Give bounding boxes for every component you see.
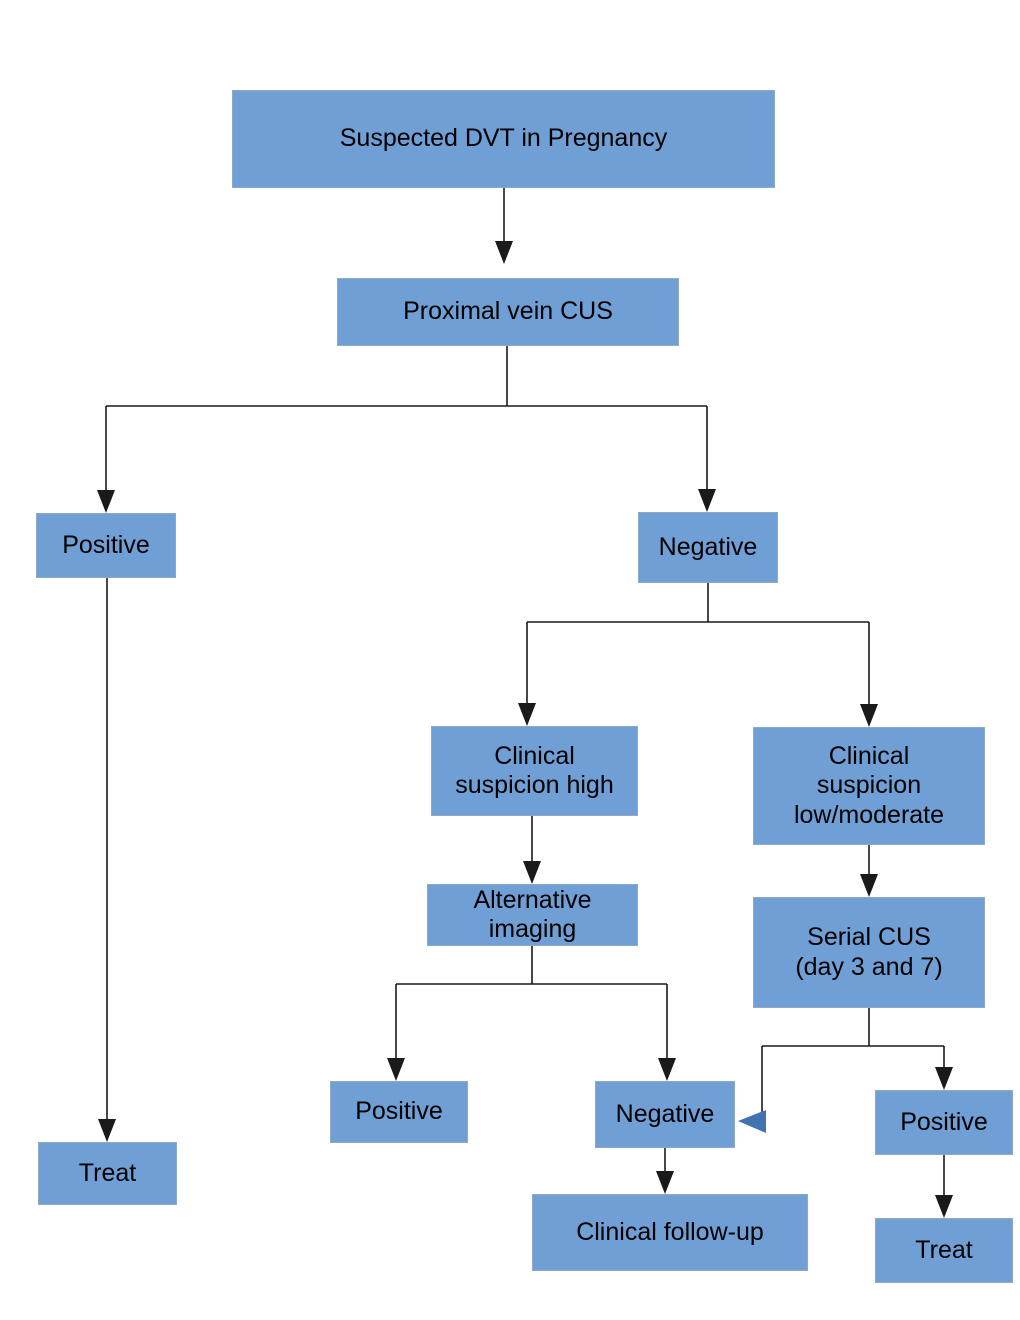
- node-treat-primary[interactable]: Treat: [38, 1142, 177, 1205]
- node-positive-serial-cus[interactable]: Positive: [875, 1090, 1013, 1155]
- edge-cus-to-negative: [698, 406, 716, 512]
- node-clinical-suspicion-high[interactable]: Clinical suspicion high: [431, 726, 638, 816]
- edge-positive-to-treat-right: [935, 1155, 953, 1218]
- edge-serialcus-to-positive: [935, 1046, 953, 1090]
- edge-cus-to-positive: [97, 406, 115, 513]
- node-alternative-imaging[interactable]: Alternative imaging: [427, 884, 638, 946]
- node-clinical-follow-up[interactable]: Clinical follow-up: [532, 1194, 808, 1271]
- node-negative-alt-imaging[interactable]: Negative: [595, 1081, 735, 1148]
- edge-suspected-to-cus: [495, 188, 513, 264]
- edge-negative-to-high: [518, 622, 536, 726]
- edge-altimaging-to-negative: [658, 984, 676, 1081]
- edge-negative-branch-bus: [527, 583, 869, 623]
- node-proximal-vein-cus[interactable]: Proximal vein CUS: [337, 278, 679, 346]
- node-serial-cus[interactable]: Serial CUS (day 3 and 7): [753, 897, 985, 1008]
- edge-lowmod-to-serialcus: [860, 845, 878, 897]
- edge-serialcus-to-negative: [738, 1046, 766, 1133]
- node-positive-alt-imaging[interactable]: Positive: [330, 1081, 468, 1143]
- edge-high-to-altimaging: [523, 816, 541, 884]
- edge-negative-to-lowmod: [860, 622, 878, 727]
- node-treat-serial-cus[interactable]: Treat: [875, 1218, 1013, 1283]
- edge-negative-to-followup: [656, 1148, 674, 1194]
- node-positive-primary[interactable]: Positive: [36, 513, 176, 578]
- node-suspected-dvt[interactable]: Suspected DVT in Pregnancy: [232, 90, 775, 188]
- edge-serialcus-branch-bus: [762, 1008, 944, 1047]
- node-clinical-suspicion-low-moderate[interactable]: Clinical suspicion low/moderate: [753, 727, 985, 845]
- edge-cus-branch-bus: [106, 346, 707, 407]
- edge-altimaging-branch-bus: [396, 946, 667, 985]
- edge-altimaging-to-positive: [387, 984, 405, 1081]
- edge-positive-to-treat: [98, 578, 116, 1142]
- node-negative-primary[interactable]: Negative: [638, 512, 778, 583]
